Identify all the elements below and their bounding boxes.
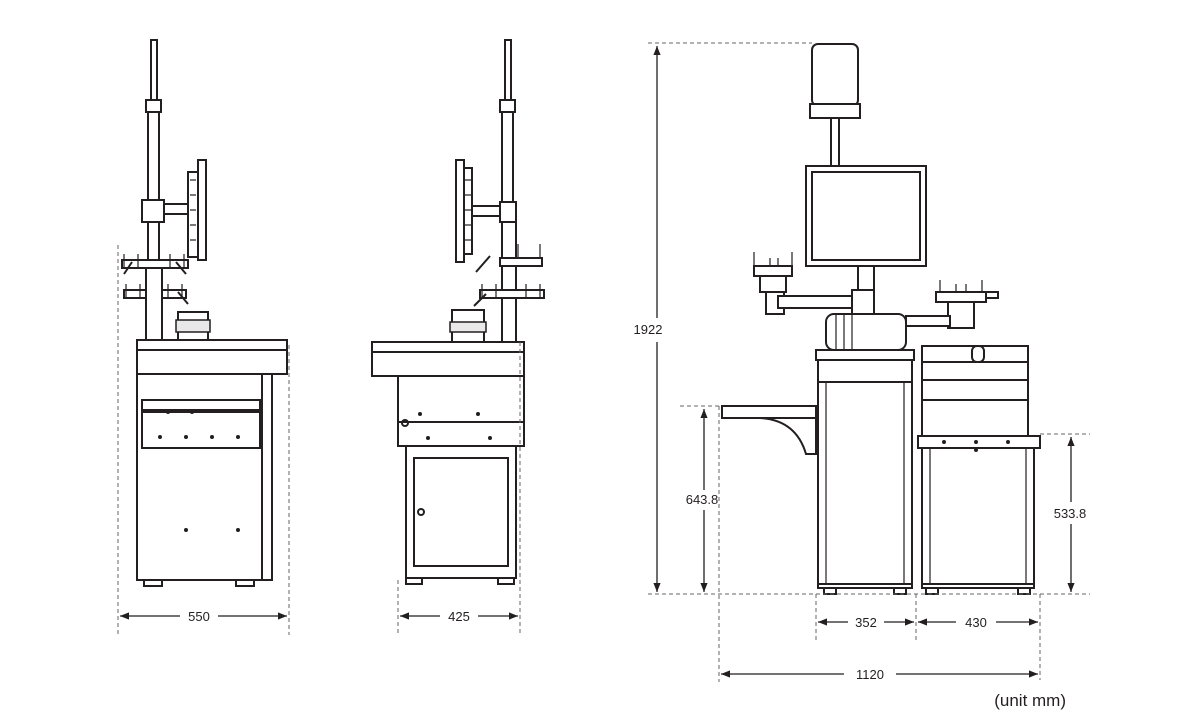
center-width-dimension: 352 — [815, 594, 917, 640]
side-width-dimension: 425 — [397, 342, 521, 635]
total-height-label: 1922 — [634, 322, 663, 337]
total-height-dimension: 1922 — [634, 42, 1090, 595]
elevation-right-hooks — [935, 280, 999, 329]
side-hooks — [473, 244, 545, 307]
monitor-vents — [190, 179, 196, 241]
total-width-label: 1120 — [856, 667, 884, 682]
total-width-dimension: 1120 — [718, 406, 1038, 682]
side-width-label: 425 — [448, 609, 470, 624]
center-width-label: 352 — [855, 615, 877, 630]
cabinet-height-label: 533.8 — [1054, 506, 1087, 521]
side-view — [371, 39, 545, 585]
cabinet-screws — [942, 440, 1010, 452]
side-screws — [418, 412, 492, 440]
front-view — [121, 39, 288, 587]
cabinet-height-dimension: 533.8 — [1040, 433, 1090, 592]
front-screws — [158, 410, 240, 532]
unit-label: (unit mm) — [994, 691, 1066, 710]
front-width-dimension: 550 — [117, 245, 290, 635]
right-width-label: 430 — [965, 615, 987, 630]
elevation-view — [721, 43, 1041, 595]
front-width-label: 550 — [188, 609, 210, 624]
table-height-label: 643.8 — [686, 492, 719, 507]
right-width-dimension: 430 — [918, 594, 1041, 680]
table-height-dimension: 643.8 — [680, 405, 722, 592]
side-monitor-vents — [465, 179, 471, 241]
